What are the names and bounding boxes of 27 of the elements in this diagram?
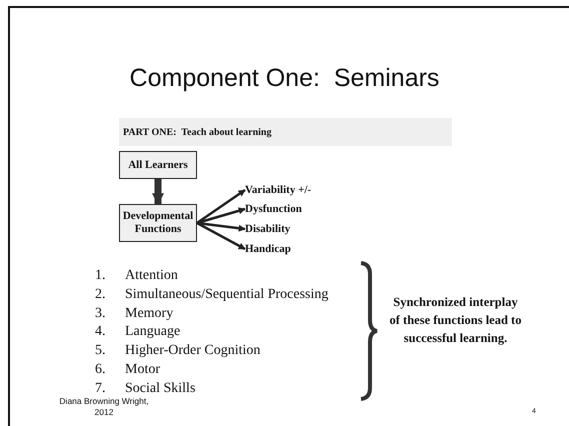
block-arrow	[152, 179, 164, 206]
label-text: Disability	[245, 220, 355, 238]
list-item: Simultaneous/Sequential Processing	[125, 286, 328, 303]
arrow	[196, 188, 246, 224]
list-number: 4.	[95, 324, 106, 340]
label-text: Variability +/-	[245, 181, 355, 199]
process-box: Developmental Functions	[119, 204, 197, 242]
author-credit: Diana Browning Wright, 2012	[58, 396, 150, 418]
list-number: 1.	[95, 268, 106, 284]
list-item: Motor	[125, 362, 160, 378]
note-text: Synchronized interplay of these functions lead to successful learning.	[388, 294, 522, 347]
list-number: 7.	[95, 380, 106, 397]
list-item: Attention	[125, 268, 178, 284]
list-item: Social Skills	[125, 380, 196, 397]
list-number: 3.	[95, 306, 106, 322]
list-number: 6.	[95, 362, 106, 378]
list-number: 2.	[95, 286, 106, 303]
list-number: 5.	[95, 343, 106, 360]
label-text: Dysfunction	[245, 200, 355, 218]
slide-title: Component One: Seminars	[128, 64, 440, 93]
process-box: All Learners	[119, 151, 197, 179]
label-text: Handicap	[245, 240, 355, 258]
list-item: Language	[125, 324, 180, 340]
list-item: Higher-Order Cognition	[125, 343, 260, 360]
heading-band: PART ONE: Teach about learning	[119, 118, 452, 146]
list-item: Memory	[125, 306, 174, 322]
arrow	[196, 222, 246, 250]
